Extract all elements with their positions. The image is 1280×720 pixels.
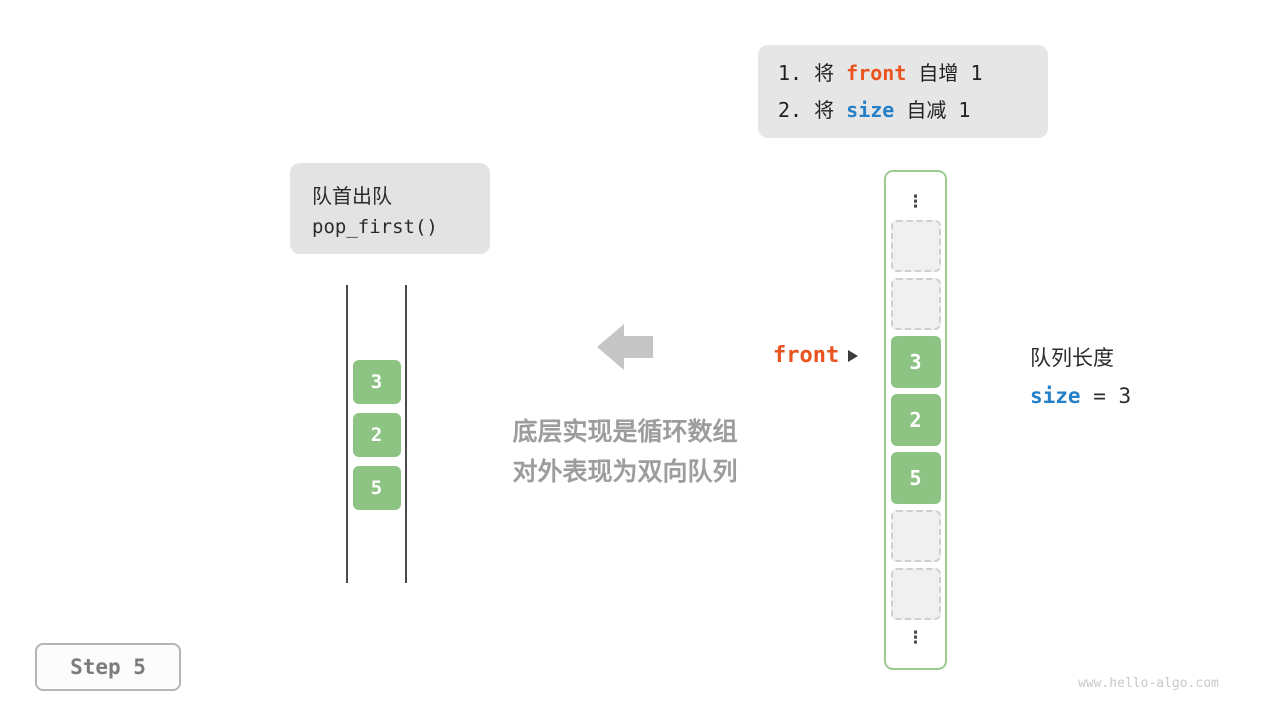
operation-box: 队首出队 pop_first() — [290, 163, 490, 254]
instruction-text: 1. 将 — [778, 60, 847, 85]
abstract-queue: 3 2 5 — [346, 285, 407, 583]
center-note: 底层实现是循环数组 对外表现为双向队列 — [485, 412, 765, 492]
queue-item: 3 — [352, 360, 401, 404]
instruction-text: 2. 将 — [778, 97, 847, 122]
queue-item: 2 — [352, 413, 401, 457]
front-pointer-label: front — [773, 343, 840, 368]
right-triangle-icon — [848, 349, 859, 362]
left-arrow-tail — [623, 336, 653, 358]
vertical-ellipsis-icon: ⋮ — [907, 191, 924, 212]
size-keyword: size — [1030, 384, 1081, 408]
center-note-line-1: 底层实现是循环数组 — [512, 417, 738, 446]
watermark: www.hello-algo.com — [1078, 676, 1219, 691]
front-keyword: front — [846, 60, 907, 85]
array-cell-empty — [890, 568, 941, 620]
array-cell-filled: 3 — [890, 336, 941, 388]
instruction-line-2: 2. 将 size 自减 1 — [778, 92, 1028, 129]
front-pointer: front — [773, 343, 859, 368]
queue-length-title: 队列长度 — [1030, 346, 1114, 370]
instruction-text: 自减 1 — [894, 97, 971, 122]
size-value-text: = 3 — [1080, 384, 1132, 408]
center-note-line-2: 对外表现为双向队列 — [512, 457, 738, 486]
size-keyword: size — [846, 97, 895, 122]
instruction-line-1: 1. 将 front 自增 1 — [778, 55, 1028, 92]
circular-array: ⋮ 3 2 5 ⋮ — [884, 170, 947, 670]
instruction-text: 自增 1 — [906, 60, 983, 85]
operation-code: pop_first() — [312, 215, 438, 238]
vertical-ellipsis-icon: ⋮ — [907, 627, 924, 648]
step-badge: Step 5 — [35, 643, 181, 691]
array-cell-empty — [890, 278, 941, 330]
array-cell-empty — [890, 510, 941, 562]
left-arrow-icon — [597, 324, 653, 370]
array-cell-empty — [890, 220, 941, 272]
array-cell-filled: 5 — [890, 452, 941, 504]
left-arrow-head — [597, 324, 624, 370]
queue-length-value: size = 3 — [1030, 384, 1131, 408]
queue-item: 5 — [352, 466, 401, 510]
queue-length-label: 队列长度 size = 3 — [1030, 342, 1131, 408]
operation-title: 队首出队 — [312, 183, 392, 208]
array-cell-filled: 2 — [890, 394, 941, 446]
instruction-box: 1. 将 front 自增 1 2. 将 size 自减 1 — [758, 45, 1048, 138]
